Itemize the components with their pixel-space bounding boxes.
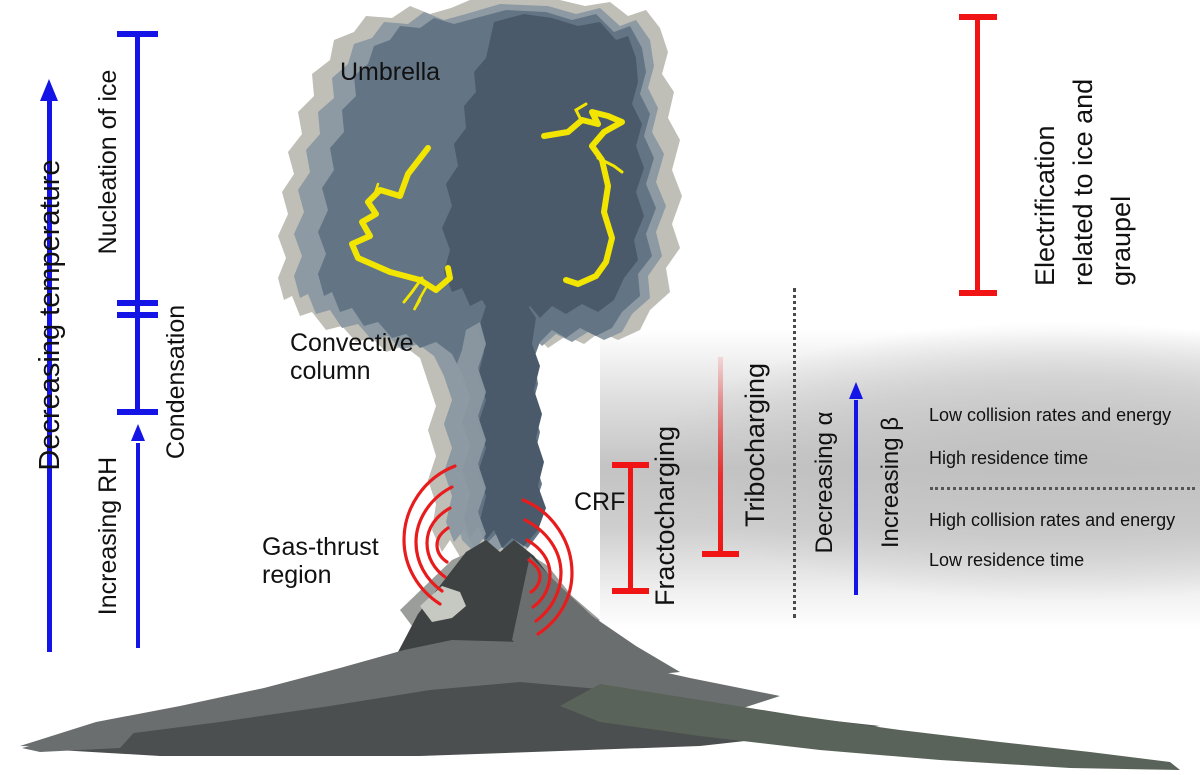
phase-scale-bar <box>135 31 140 415</box>
phase-scale-top-cap <box>117 31 158 37</box>
convective-column-core <box>478 292 546 548</box>
increasing-rh-arrow-head <box>131 424 145 441</box>
electrification-label-line2: related to ice and <box>1068 78 1098 286</box>
umbrella-label: Umbrella <box>340 58 441 86</box>
lightning-bolt-left <box>349 145 453 293</box>
alpha-beta-arrow-shaft <box>854 400 858 595</box>
gas-thrust-region-label-line2: region <box>262 561 332 589</box>
crf-label: CRF <box>574 488 626 516</box>
tribocharging-bracket-shaft <box>718 357 723 557</box>
fractocharging-bracket-bottom-cap <box>612 588 649 594</box>
lightning-branch-left-b <box>412 282 430 311</box>
mountain-snow-patch <box>420 586 466 622</box>
lightning-branch-right-a <box>596 156 624 174</box>
mountain-left-toe <box>22 726 140 752</box>
mountain-body-dark <box>24 682 880 756</box>
increasing-rh-label: Increasing RH <box>94 456 122 616</box>
decreasing-temperature-arrow-shaft <box>47 100 52 652</box>
lightning-branch-left-c <box>372 182 380 198</box>
electrification-bracket-top-cap <box>959 14 997 20</box>
gradient-background-panel <box>600 330 1200 630</box>
condition-upper-2: High residence time <box>929 448 1089 468</box>
fractocharging-bracket-top-cap <box>612 462 649 468</box>
phase-scale-bottom-cap <box>117 409 158 415</box>
electrification-bracket-shaft <box>975 14 980 295</box>
condition-lower-1: High collision rates and energy <box>929 510 1176 530</box>
increasing-beta-label: Increasing β <box>877 416 904 549</box>
electrification-bracket-bottom-cap <box>959 290 997 296</box>
fractocharging-label: Fractocharging <box>650 425 680 607</box>
nucleation-of-ice-label: Nucleation of ice <box>94 69 122 255</box>
convective-column-label-line1: Convective <box>290 329 414 357</box>
decreasing-temperature-arrow-head <box>40 79 58 101</box>
gas-thrust-region-label-line1: Gas-thrust <box>262 533 379 561</box>
column-left-edge <box>454 322 486 552</box>
condensation-label: Condensation <box>162 304 190 460</box>
mountain-right-slope-green <box>560 684 1180 770</box>
plume-dark-core <box>442 14 644 318</box>
condition-upper-1: Low collision rates and energy <box>929 405 1172 425</box>
phase-scale-mid-cap-upper <box>117 300 158 306</box>
crf-arcs-left <box>402 464 457 606</box>
increasing-rh-arrow-shaft <box>136 443 140 648</box>
convective-column-label-line2: column <box>290 357 371 385</box>
condition-lower-2: Low residence time <box>929 550 1085 570</box>
decreasing-alpha-label: Decreasing α <box>811 411 838 554</box>
electrification-label-line3: graupel <box>1106 195 1136 286</box>
lightning-branch-right-b <box>574 102 588 124</box>
regime-separator-dotted-line <box>793 288 796 618</box>
lightning-bolt-right <box>541 109 625 287</box>
electrification-label-line1: Electrification <box>1030 125 1060 286</box>
decreasing-temperature-label: Decreasing temperature <box>34 159 66 471</box>
condition-divider-dotted-line <box>930 487 1195 490</box>
tribocharging-bracket-bottom-cap <box>702 551 739 557</box>
fractocharging-bracket-shaft <box>628 462 633 593</box>
alpha-beta-arrow-head <box>849 382 863 399</box>
lightning-branch-left-a <box>402 276 424 304</box>
phase-scale-mid-cap-lower <box>117 312 158 318</box>
tribocharging-label: Tribocharging <box>740 362 770 528</box>
